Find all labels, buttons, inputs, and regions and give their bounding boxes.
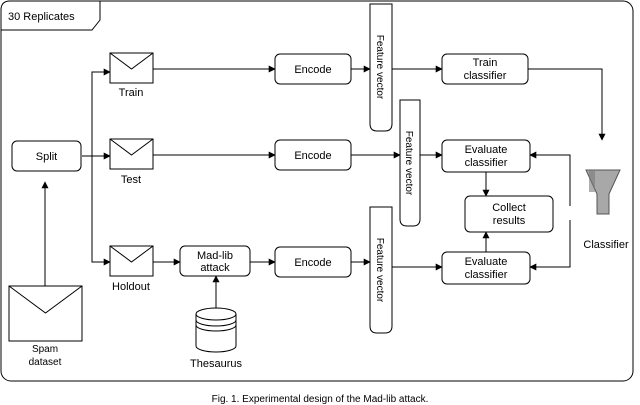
madlib-label-1: Mad-lib [197, 250, 233, 262]
train-node: Train [109, 52, 154, 99]
evaluate-holdout-label-2: classifier [465, 269, 508, 281]
thesaurus-label: Thesaurus [190, 358, 242, 370]
replicates-container [0, 0, 634, 382]
feature-vector-train-label: Feature vector [374, 35, 385, 100]
feature-vector-test-label: Feature vector [403, 131, 414, 196]
evaluate-test-label-2: classifier [465, 157, 508, 169]
test-label: Test [121, 174, 141, 186]
holdout-label: Holdout [112, 281, 150, 293]
feature-vector-holdout-label: Feature vector [374, 238, 385, 303]
spam-dataset-label-2: dataset [29, 357, 62, 368]
evaluate-holdout-label-1: Evaluate [465, 256, 508, 268]
train-label: Train [119, 87, 144, 99]
encode-train-node: Encode [274, 53, 352, 85]
encode-train-label: Encode [294, 64, 331, 76]
holdout-node: Holdout [109, 245, 154, 293]
database-cylinder-icon [195, 307, 237, 353]
collect-results-label-1: Collect [492, 202, 526, 214]
train-classifier-label-1: Train [473, 57, 498, 69]
feature-vector-test-node: Feature vector [399, 99, 421, 227]
collect-results-node: Collect results [464, 195, 554, 233]
funnel-icon [585, 169, 621, 215]
spam-dataset-label-1: Spam [32, 344, 58, 355]
encode-holdout-node: Encode [274, 246, 352, 278]
madlib-label-2: attack [200, 262, 230, 274]
thesaurus-node: Thesaurus [190, 307, 242, 370]
feature-vector-holdout-node: Feature vector [369, 206, 393, 334]
encode-test-node: Encode [274, 139, 352, 171]
train-classifier-label-2: classifier [464, 70, 507, 82]
classifier-node: Classifier [583, 169, 629, 251]
test-node: Test [109, 138, 154, 186]
encode-holdout-label: Encode [294, 257, 331, 269]
split-label: Split [36, 151, 57, 163]
train-classifier-node: Train classifier [441, 53, 529, 85]
replicates-label: 30 Replicates [8, 11, 75, 23]
feature-vector-train-node: Feature vector [369, 3, 393, 132]
split-node: Split [11, 140, 82, 172]
connectors [41, 65, 606, 310]
evaluate-test-label-1: Evaluate [465, 144, 508, 156]
footer-caption: Fig. 1. Experimental design of the Mad-l… [212, 394, 429, 405]
classifier-label: Classifier [583, 239, 629, 251]
collect-results-label-2: results [493, 215, 526, 227]
evaluate-classifier-holdout-node: Evaluate classifier [441, 251, 531, 285]
spam-dataset-node: Spam dataset [8, 285, 83, 368]
madlib-attack-node: Mad-lib attack [179, 245, 251, 277]
encode-test-label: Encode [294, 150, 331, 162]
replicates-tab [0, 0, 101, 31]
evaluate-classifier-test-node: Evaluate classifier [441, 139, 531, 173]
